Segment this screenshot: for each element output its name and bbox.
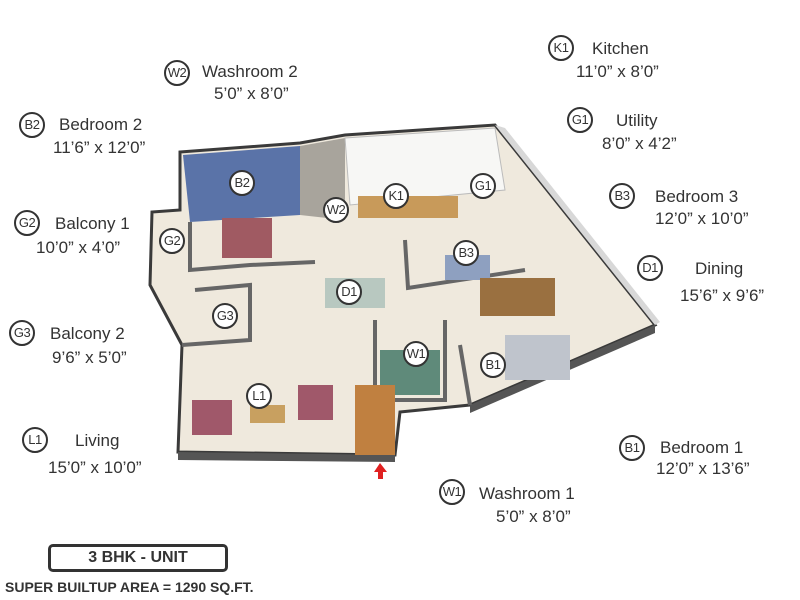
room-code-icon: G1 xyxy=(567,107,593,133)
room-name: Kitchen xyxy=(592,39,649,58)
room-name: Bedroom 2 xyxy=(59,115,143,134)
interior-wall xyxy=(458,344,472,406)
room-code-icon: D1 xyxy=(637,255,663,281)
interior-wall xyxy=(188,222,316,273)
room-size: 11’0” x 8’0” xyxy=(576,62,659,81)
plan-badge-b3: B3 xyxy=(453,240,479,266)
entrance-arrow-icon xyxy=(374,463,387,479)
room-name: Bedroom 1 xyxy=(660,438,744,457)
super-builtup-area: SUPER BUILTUP AREA = 1290 SQ.FT. xyxy=(5,579,254,595)
room-size: 12’0” x 13’6” xyxy=(656,459,750,478)
plan-badge-b2: B2 xyxy=(229,170,255,196)
room-size: 5’0” x 8’0” xyxy=(214,84,289,103)
room-code-icon: G2 xyxy=(14,210,40,236)
room-size: 12’0” x 10’0” xyxy=(655,209,749,228)
unit-type-label: 3 BHK - UNIT xyxy=(48,544,228,572)
plan-badge-g2: G2 xyxy=(159,228,185,254)
coffee-table xyxy=(250,405,285,423)
plan-badge-w1: W1 xyxy=(403,341,429,367)
sofa-living xyxy=(192,400,232,435)
outer-wall-base xyxy=(178,452,395,462)
room-size: 9’6” x 5’0” xyxy=(52,348,127,367)
room-code-icon: W1 xyxy=(439,479,465,505)
main-door xyxy=(355,385,395,455)
room-code-icon: W2 xyxy=(164,60,190,86)
bed-bedroom2 xyxy=(222,218,272,258)
plan-badge-w2: W2 xyxy=(323,197,349,223)
room-name: Washroom 1 xyxy=(479,484,575,503)
bed-bedroom1 xyxy=(505,335,570,380)
room-size: 15’6” x 9’6” xyxy=(680,286,765,305)
room-name: Balcony 2 xyxy=(50,324,125,343)
room-code-icon: B2 xyxy=(19,112,45,138)
plan-badge-g3: G3 xyxy=(212,303,238,329)
room-size: 8’0” x 4’2” xyxy=(602,134,677,153)
kitchen-counter xyxy=(358,196,458,218)
interior-wall xyxy=(181,282,252,347)
room-code-icon: G3 xyxy=(9,320,35,346)
room-name: Balcony 1 xyxy=(55,214,130,233)
room-name: Bedroom 3 xyxy=(655,187,739,206)
wardrobe-bedroom1 xyxy=(480,278,555,316)
room-code-icon: B1 xyxy=(619,435,645,461)
right-wall xyxy=(495,125,660,325)
kitchen-wall xyxy=(344,127,506,206)
plan-badge-d1: D1 xyxy=(336,279,362,305)
room-code-icon: K1 xyxy=(548,35,574,61)
room-size: 15’0” x 10’0” xyxy=(48,458,142,477)
room-code-icon: B3 xyxy=(609,183,635,209)
room-size: 5’0” x 8’0” xyxy=(496,507,571,526)
room-size: 11’6” x 12’0” xyxy=(53,138,146,157)
room-name: Utility xyxy=(616,111,658,130)
room-size: 10’0” x 4’0” xyxy=(36,238,121,257)
room-name: Living xyxy=(75,431,120,450)
plan-badge-g1: G1 xyxy=(470,173,496,199)
interior-wall xyxy=(373,320,447,402)
room-name: Dining xyxy=(695,259,744,278)
plan-badge-b1: B1 xyxy=(480,352,506,378)
plan-badge-k1: K1 xyxy=(383,183,409,209)
plan-badge-l1: L1 xyxy=(246,383,272,409)
sofa-living xyxy=(298,385,333,420)
room-code-icon: L1 xyxy=(22,427,48,453)
room-name: Washroom 2 xyxy=(202,62,298,81)
